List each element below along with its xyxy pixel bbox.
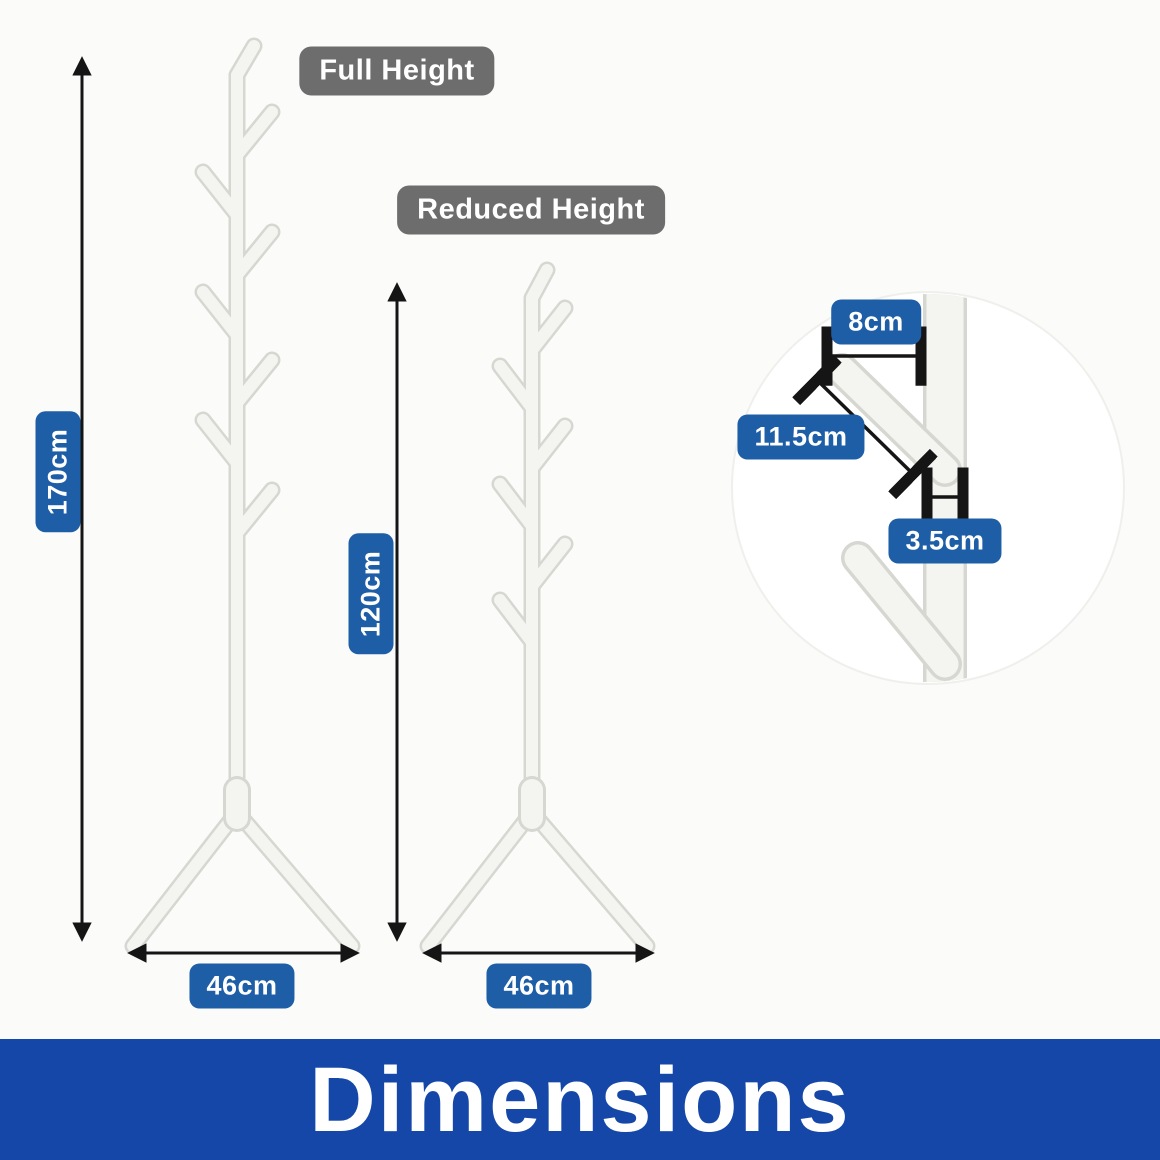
base-width-full-badge: 46cm <box>189 963 295 1009</box>
reduced-rack-illustration <box>419 261 656 955</box>
reduced-height-measurement-badge: 120cm <box>348 533 394 655</box>
pole-diameter-badge: 3.5cm <box>888 518 1002 564</box>
inset-hook-lower <box>841 541 962 681</box>
hook-diagonal-badge: 11.5cm <box>737 414 865 460</box>
inset-dimension-lines <box>792 326 969 527</box>
detail-inset <box>731 291 1125 685</box>
base-width-reduced-badge: 46cm <box>486 963 592 1009</box>
dimension-lines <box>72 56 655 963</box>
reduced-height-label: Reduced Height <box>397 185 665 235</box>
banner-title: Dimensions <box>309 1048 851 1151</box>
hook-length-badge: 8cm <box>831 299 921 345</box>
full-height-measurement-badge: 170cm <box>35 411 81 533</box>
full-rack-illustration <box>124 37 361 955</box>
full-height-label: Full Height <box>299 46 495 96</box>
dimensions-banner: Dimensions <box>0 1039 1160 1160</box>
hook-diagonal-dimension-line <box>792 354 938 500</box>
